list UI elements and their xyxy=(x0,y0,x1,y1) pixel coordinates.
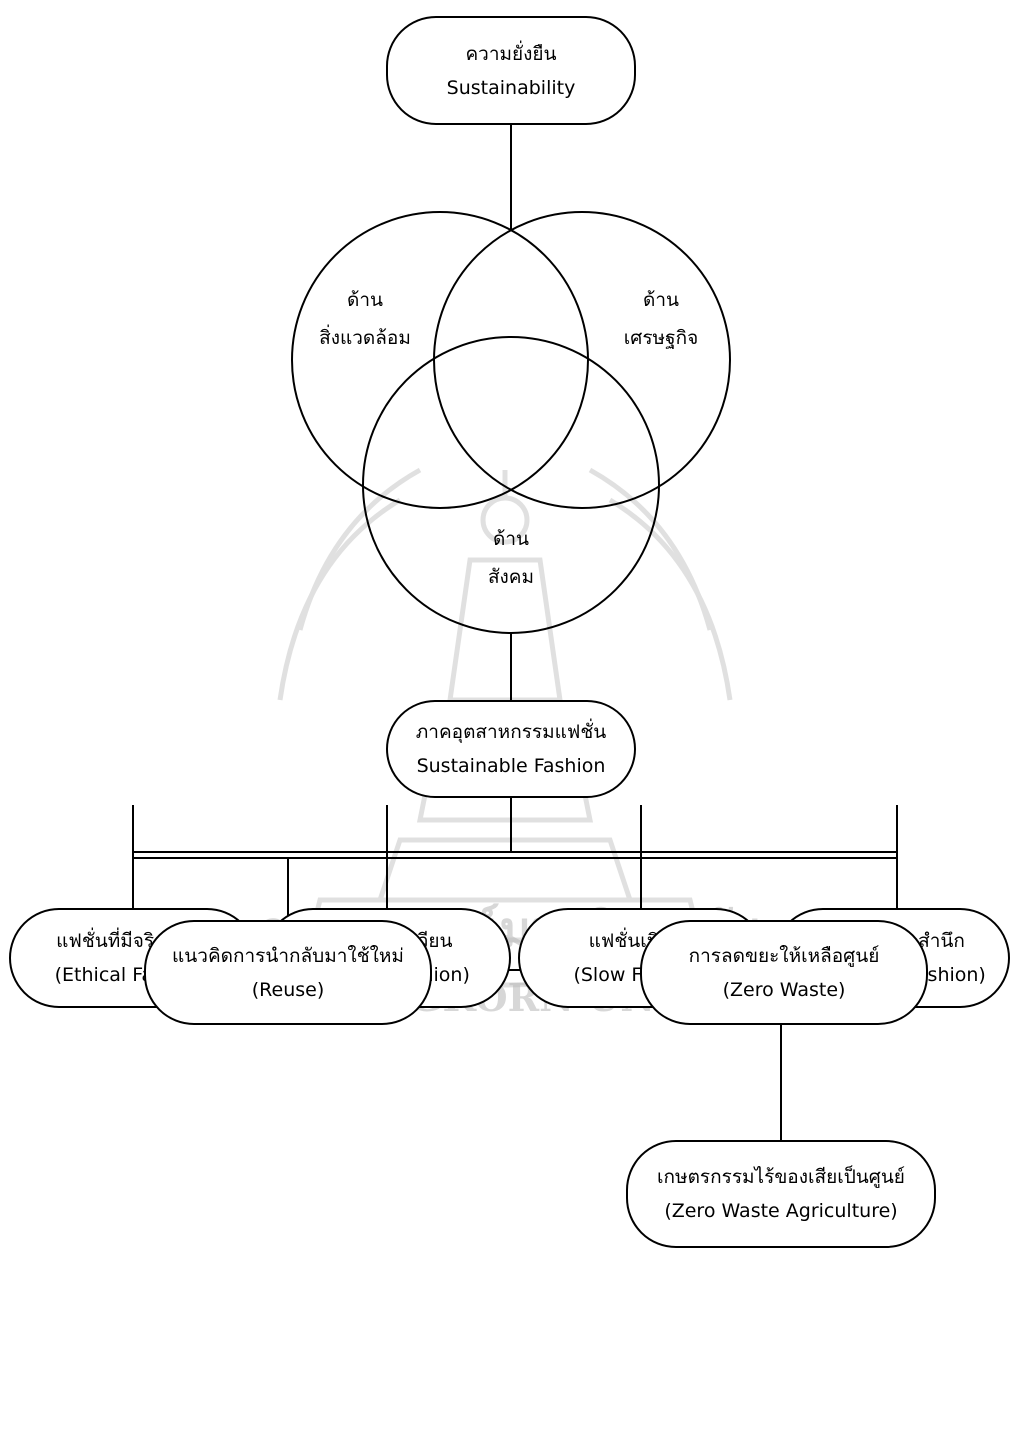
zero-waste-agriculture-box: เกษตรกรรมไร้ของเสียเป็นศูนย์ (Zero Waste… xyxy=(626,1140,936,1248)
economy-label: ด้าน เศรษฐกิจ xyxy=(596,281,726,357)
reuse-box: แนวคิดการนำกลับมาใช้ใหม่ (Reuse) xyxy=(144,920,432,1025)
reuse-english-label: (Reuse) xyxy=(251,978,325,1001)
sustainability-english-label: Sustainability xyxy=(446,76,576,99)
zero-waste-agriculture-english-label: (Zero Waste Agriculture) xyxy=(664,1200,898,1222)
environment-label-line2: สิ่งแวดล้อม xyxy=(319,327,411,349)
zero-waste-agriculture-thai-label: เกษตรกรรมไร้ของเสียเป็นศูนย์ xyxy=(657,1166,905,1188)
environment-label: ด้าน สิ่งแวดล้อม xyxy=(300,281,430,357)
circle-economy xyxy=(433,211,731,509)
sustainable-fashion-thai-label: ภาคอุตสาหกรรมแฟชั่น xyxy=(415,721,607,743)
economy-label-line2: เศรษฐกิจ xyxy=(623,327,699,349)
society-label: ด้าน สังคม xyxy=(446,520,576,596)
economy-label-line1: ด้าน xyxy=(643,289,679,311)
reuse-thai-label: แนวคิดการนำกลับมาใช้ใหม่ xyxy=(172,944,404,967)
environment-label-line1: ด้าน xyxy=(347,289,383,311)
sustainable-fashion-box: ภาคอุตสาหกรรมแฟชั่น Sustainable Fashion xyxy=(386,700,636,798)
circle-environment xyxy=(291,211,589,509)
society-label-line1: ด้าน xyxy=(493,528,529,550)
zero-waste-thai-label: การลดขยะให้เหลือศูนย์ xyxy=(688,944,880,967)
sustainable-fashion-english-label: Sustainable Fashion xyxy=(416,755,606,777)
zero-waste-english-label: (Zero Waste) xyxy=(722,978,846,1001)
society-label-line2: สังคม xyxy=(487,566,535,588)
sustainability-box: ความยั่งยืน Sustainability xyxy=(386,16,636,125)
zero-waste-box: การลดขยะให้เหลือศูนย์ (Zero Waste) xyxy=(640,920,928,1025)
sustainability-thai-label: ความยั่งยืน xyxy=(465,42,557,65)
